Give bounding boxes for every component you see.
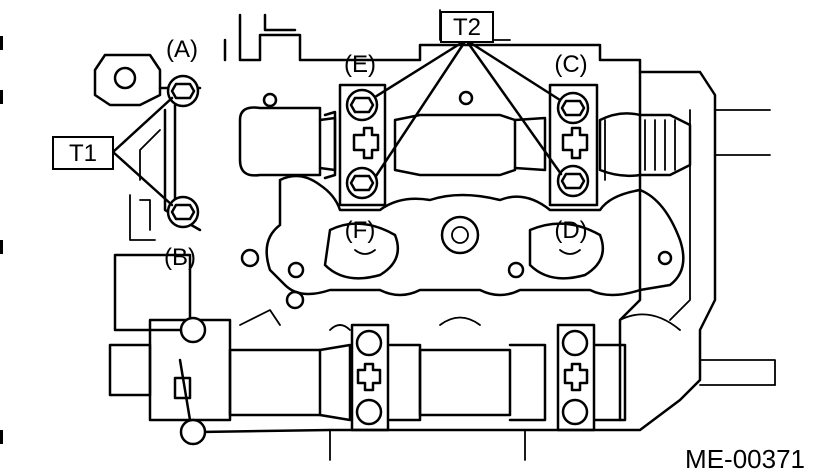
label-c: (C) xyxy=(554,51,587,78)
cam-cap-cd xyxy=(548,83,599,207)
upper-camshaft xyxy=(238,106,692,180)
t1-label-box: T1 xyxy=(52,136,114,170)
figure-code: ME-00371 xyxy=(685,444,805,474)
bolt-c xyxy=(556,91,590,125)
label-e: (E) xyxy=(344,51,376,78)
t1-leader-lines xyxy=(111,96,174,207)
cam-cap-ef xyxy=(338,83,387,207)
lower-bolts xyxy=(179,316,589,446)
label-a: (A) xyxy=(166,36,198,63)
lower-cam-caps xyxy=(329,323,596,461)
t2-label: T2 xyxy=(453,14,481,41)
bolt-d xyxy=(556,164,590,198)
t2-label-box: T2 xyxy=(440,11,494,43)
label-d: (D) xyxy=(554,217,587,244)
middle-plate xyxy=(240,90,685,310)
bolt-e xyxy=(345,88,379,122)
right-side-panel xyxy=(604,70,691,422)
t1-label: T1 xyxy=(69,140,97,167)
bolt-b xyxy=(166,195,200,229)
bolt-f xyxy=(345,166,379,200)
cylinder-head-outline xyxy=(178,9,776,434)
bolt-a xyxy=(166,74,200,108)
t2-leader-lines xyxy=(373,38,563,178)
label-b: (B) xyxy=(164,244,196,271)
page-edge-marks xyxy=(0,36,3,444)
label-f: (F) xyxy=(345,217,376,244)
